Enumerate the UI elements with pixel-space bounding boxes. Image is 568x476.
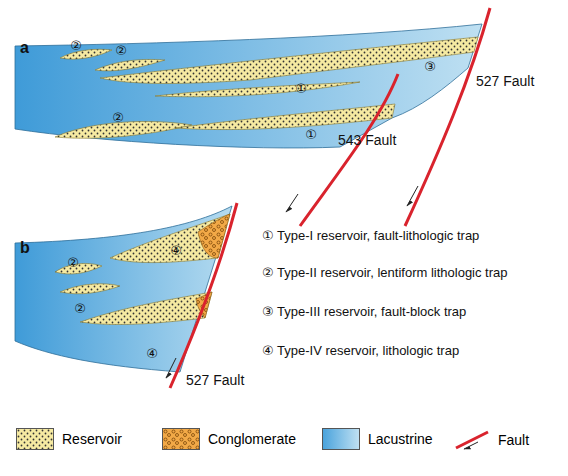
- callout-number: ④: [170, 244, 182, 257]
- callout-number: ②: [74, 302, 86, 315]
- legend-swatch: [162, 428, 200, 450]
- fault-line: [300, 74, 398, 226]
- conglomerate-lens: [196, 214, 230, 318]
- legend-text: Fault: [498, 432, 529, 448]
- panel-letter: b: [20, 240, 30, 256]
- lacustrine-body: [15, 24, 482, 148]
- key-entry: ③ Type-III reservoir, fault-block trap: [262, 305, 466, 318]
- legend-swatch: [16, 428, 54, 450]
- callout-number: ②: [112, 111, 124, 124]
- fault-line: [405, 8, 490, 226]
- legend-item: Conglomerate: [162, 428, 296, 450]
- slip-arrow: [166, 358, 176, 378]
- fault-symbol: [452, 428, 492, 452]
- callout-number: ①: [305, 128, 317, 141]
- callout-number: ②: [115, 44, 127, 57]
- callout-number: ①: [295, 82, 307, 95]
- panel-letter: a: [20, 40, 29, 56]
- key-entry: ④ Type-IV reservoir, lithologic trap: [262, 344, 459, 357]
- callout-number: ②: [67, 256, 79, 269]
- slip-arrow: [407, 186, 418, 206]
- lacustrine-body: [15, 206, 232, 372]
- slip-arrow: [286, 194, 298, 212]
- key-entry: ① Type-I reservoir, fault-lithologic tra…: [262, 229, 479, 242]
- legend-text: Lacustrine: [368, 431, 433, 447]
- fault-label: 543 Fault: [338, 133, 396, 147]
- callout-number: ④: [146, 347, 158, 360]
- legend-swatch: [322, 428, 360, 450]
- legend-text: Conglomerate: [208, 431, 296, 447]
- fault-line: [170, 203, 237, 388]
- swatch-pattern: [17, 429, 54, 450]
- reservoir-lens: [55, 37, 478, 138]
- fault-label: 527 Fault: [476, 74, 534, 88]
- legend-item: Reservoir: [16, 428, 122, 450]
- callout-number: ②: [70, 39, 82, 52]
- legend-item: Lacustrine: [322, 428, 433, 450]
- legend-text: Reservoir: [62, 431, 122, 447]
- swatch-pattern: [163, 429, 200, 450]
- fault-label: 527 Fault: [186, 373, 244, 387]
- legend-item: Fault: [452, 428, 529, 452]
- key-entry: ② Type-II reservoir, lentiform lithologi…: [262, 266, 508, 279]
- callout-number: ③: [424, 60, 436, 73]
